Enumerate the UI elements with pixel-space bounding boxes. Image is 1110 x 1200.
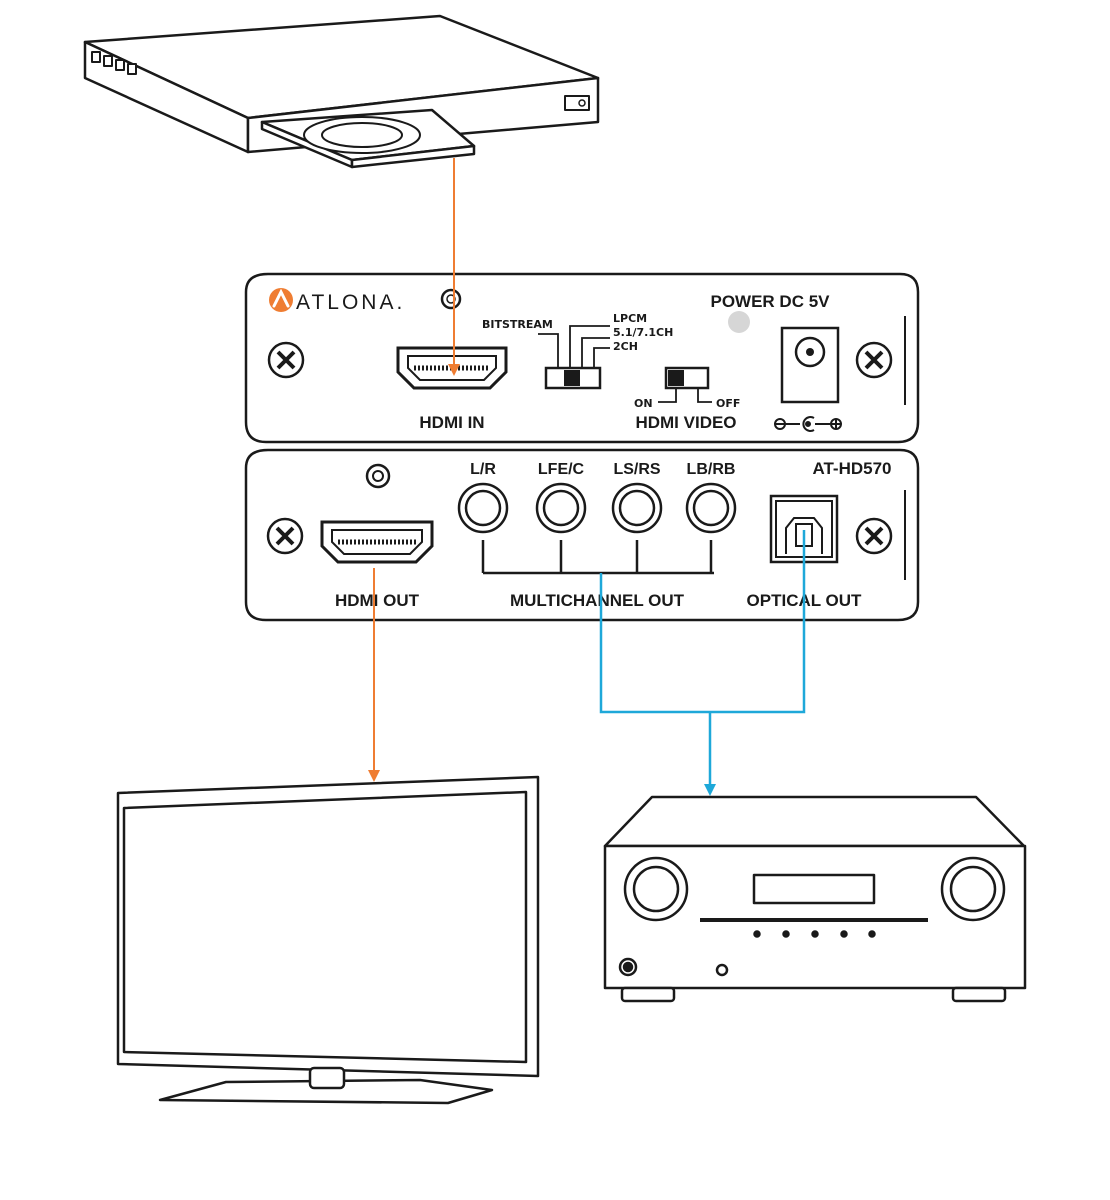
multichannel-out-label: MULTICHANNEL OUT [510, 591, 685, 610]
multichannel-bracket [481, 540, 714, 575]
rca-jack-icon [611, 482, 663, 534]
rca-jack-icon [535, 482, 587, 534]
ir-sensor-icon [440, 288, 462, 310]
hdmi-in-label: HDMI IN [419, 413, 484, 432]
screw-icon [855, 517, 893, 555]
audio-mode-switch: BITSTREAM LPCM 5.1/7.1CH 2CH [482, 312, 673, 390]
hdmi-video-switch: ON OFF HDMI VIDEO [634, 366, 740, 432]
hdmi-video-label: HDMI VIDEO [635, 413, 736, 432]
video-on-label: ON [634, 397, 653, 410]
channel-label-lr: L/R [470, 461, 496, 478]
converter-rear-panel: AT-HD570 HDMI OUT [244, 448, 920, 622]
power-led-icon [728, 311, 750, 333]
channel-label-lb-rb: LB/RB [687, 461, 736, 478]
screw-icon [266, 517, 304, 555]
screw-icon [855, 341, 893, 379]
hdmi-out-port-icon [320, 520, 434, 564]
bitstream-label: BITSTREAM [482, 318, 553, 331]
converter-front-panel: ATLONA. HDMI IN BITSTREAM LPCM 5.1/7.1CH [244, 272, 920, 444]
ground-terminal-icon [365, 463, 391, 489]
rca-jack-icon [457, 482, 509, 534]
av-receiver-icon [603, 795, 1027, 1003]
audio-cables [599, 530, 806, 796]
2ch-label: 2CH [613, 340, 638, 353]
power-label: POWER DC 5V [710, 292, 830, 311]
hdmi-out-label: HDMI OUT [335, 591, 420, 610]
hdmi-input-cable [448, 158, 460, 376]
rca-jack-icon [685, 482, 737, 534]
bluray-player-icon [83, 14, 600, 169]
polarity-icon [774, 416, 842, 432]
lpcm-label: LPCM [613, 312, 647, 325]
brand-name: ATLONA. [296, 291, 405, 314]
model-label: AT-HD570 [812, 459, 891, 478]
channel-label-lfe-c: LFE/C [538, 461, 585, 478]
screw-icon [267, 341, 305, 379]
hdmi-output-cable [368, 568, 380, 782]
tv-icon [116, 775, 540, 1105]
multichannel-label: 5.1/7.1CH [613, 326, 673, 339]
atlona-logo: ATLONA. [269, 288, 405, 314]
channel-label-ls-rs: LS/RS [613, 461, 660, 478]
power-jack-icon [780, 326, 840, 404]
video-off-label: OFF [716, 397, 740, 410]
